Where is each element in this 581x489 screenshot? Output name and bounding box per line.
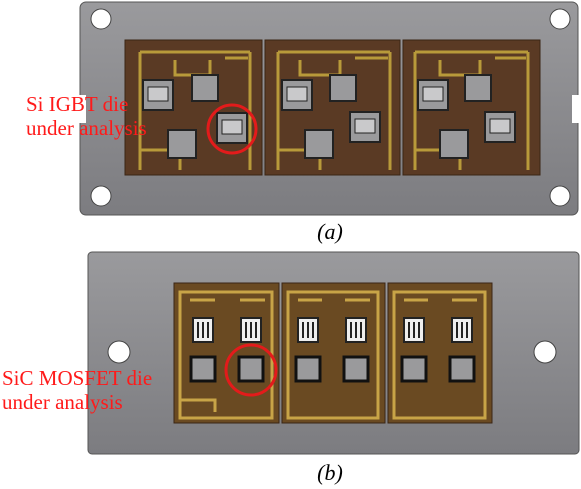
mounting-hole: [90, 185, 112, 207]
caption-b: (b): [317, 460, 343, 485]
mosfet-annotation-line2: under analysis: [2, 390, 123, 414]
mosfet-substrate-2: [281, 282, 386, 424]
mounting-hole: [107, 340, 131, 364]
mosfet-annotation-line1: SiC MOSFET die: [2, 366, 153, 390]
mosfet-annotation: SiC MOSFET die under analysis: [2, 366, 152, 414]
mosfet-substrate-3: [387, 282, 493, 424]
igbt-substrate-2: [264, 39, 401, 176]
igbt-annotation-line1: Si IGBT die: [26, 92, 129, 116]
mounting-hole: [549, 185, 571, 207]
mounting-hole: [549, 8, 571, 30]
mosfet-highlight-circle: [224, 343, 278, 397]
igbt-highlight-circle: [206, 103, 258, 155]
igbt-annotation: Si IGBT die under analysis: [26, 92, 147, 140]
mosfet-substrate-1: [173, 282, 280, 424]
igbt-annotation-line2: under analysis: [26, 116, 147, 140]
mounting-hole: [533, 340, 557, 364]
caption-a: (a): [317, 219, 343, 244]
igbt-substrate-3: [402, 39, 541, 176]
mounting-hole: [90, 8, 112, 30]
igbt-module: [76, 1, 581, 216]
mosfet-module: [87, 251, 580, 455]
